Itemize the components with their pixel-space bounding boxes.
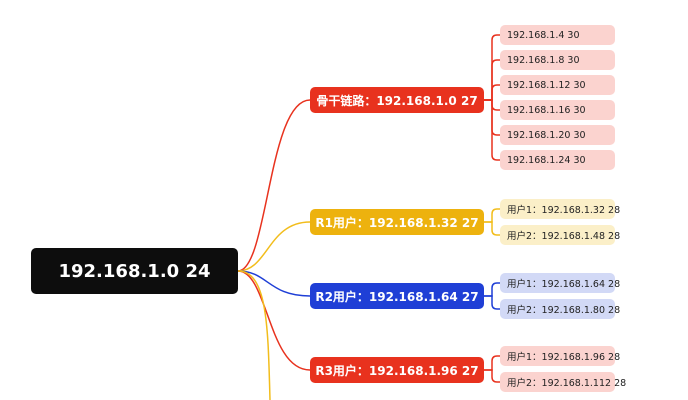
leaf-connector-3-1: [484, 369, 500, 383]
leaf-node-0-4[interactable]: 192.168.1.20 30: [500, 125, 615, 145]
leaf-connector-1-1: [484, 221, 500, 236]
leaf-connector-1-0: [484, 208, 500, 223]
branch-connector-0: [237, 99, 311, 272]
leaf-node-1-1[interactable]: 用户2：192.168.1.48 28: [500, 225, 620, 245]
leaf-connector-2-0: [484, 282, 500, 297]
branch-node-2[interactable]: R2用户：192.168.1.64 27: [310, 283, 484, 309]
leaf-connector-0-2: [484, 84, 500, 101]
leaf-connector-2-1: [484, 295, 500, 310]
branch-node-0[interactable]: 骨干链路：192.168.1.0 27: [310, 87, 484, 113]
leaf-connector-0-0: [484, 34, 500, 101]
branch-connector-extra: [237, 270, 271, 400]
branch-connector-2: [237, 270, 311, 297]
root-node[interactable]: 192.168.1.0 24: [31, 248, 238, 294]
branch-node-3[interactable]: R3用户：192.168.1.96 27: [310, 357, 484, 383]
leaf-connector-3-0: [484, 355, 500, 371]
leaf-node-2-1[interactable]: 用户2：192.168.1.80 28: [500, 299, 620, 319]
leaf-node-0-3[interactable]: 192.168.1.16 30: [500, 100, 615, 120]
leaf-node-2-0[interactable]: 用户1：192.168.1.64 28: [500, 273, 620, 293]
leaf-node-3-0[interactable]: 用户1：192.168.1.96 28: [500, 346, 620, 366]
branch-connector-1: [237, 221, 311, 272]
leaf-node-0-5[interactable]: 192.168.1.24 30: [500, 150, 615, 170]
leaf-connector-0-1: [484, 59, 500, 101]
branch-connector-3: [237, 270, 311, 371]
leaf-node-1-0[interactable]: 用户1：192.168.1.32 28: [500, 199, 620, 219]
leaf-node-0-2[interactable]: 192.168.1.12 30: [500, 75, 615, 95]
leaf-connector-0-5: [484, 99, 500, 161]
leaf-node-3-1[interactable]: 用户2：192.168.1.112 28: [500, 372, 626, 392]
branch-node-1[interactable]: R1用户：192.168.1.32 27: [310, 209, 484, 235]
leaf-node-0-1[interactable]: 192.168.1.8 30: [500, 50, 615, 70]
leaf-node-0-0[interactable]: 192.168.1.4 30: [500, 25, 615, 45]
